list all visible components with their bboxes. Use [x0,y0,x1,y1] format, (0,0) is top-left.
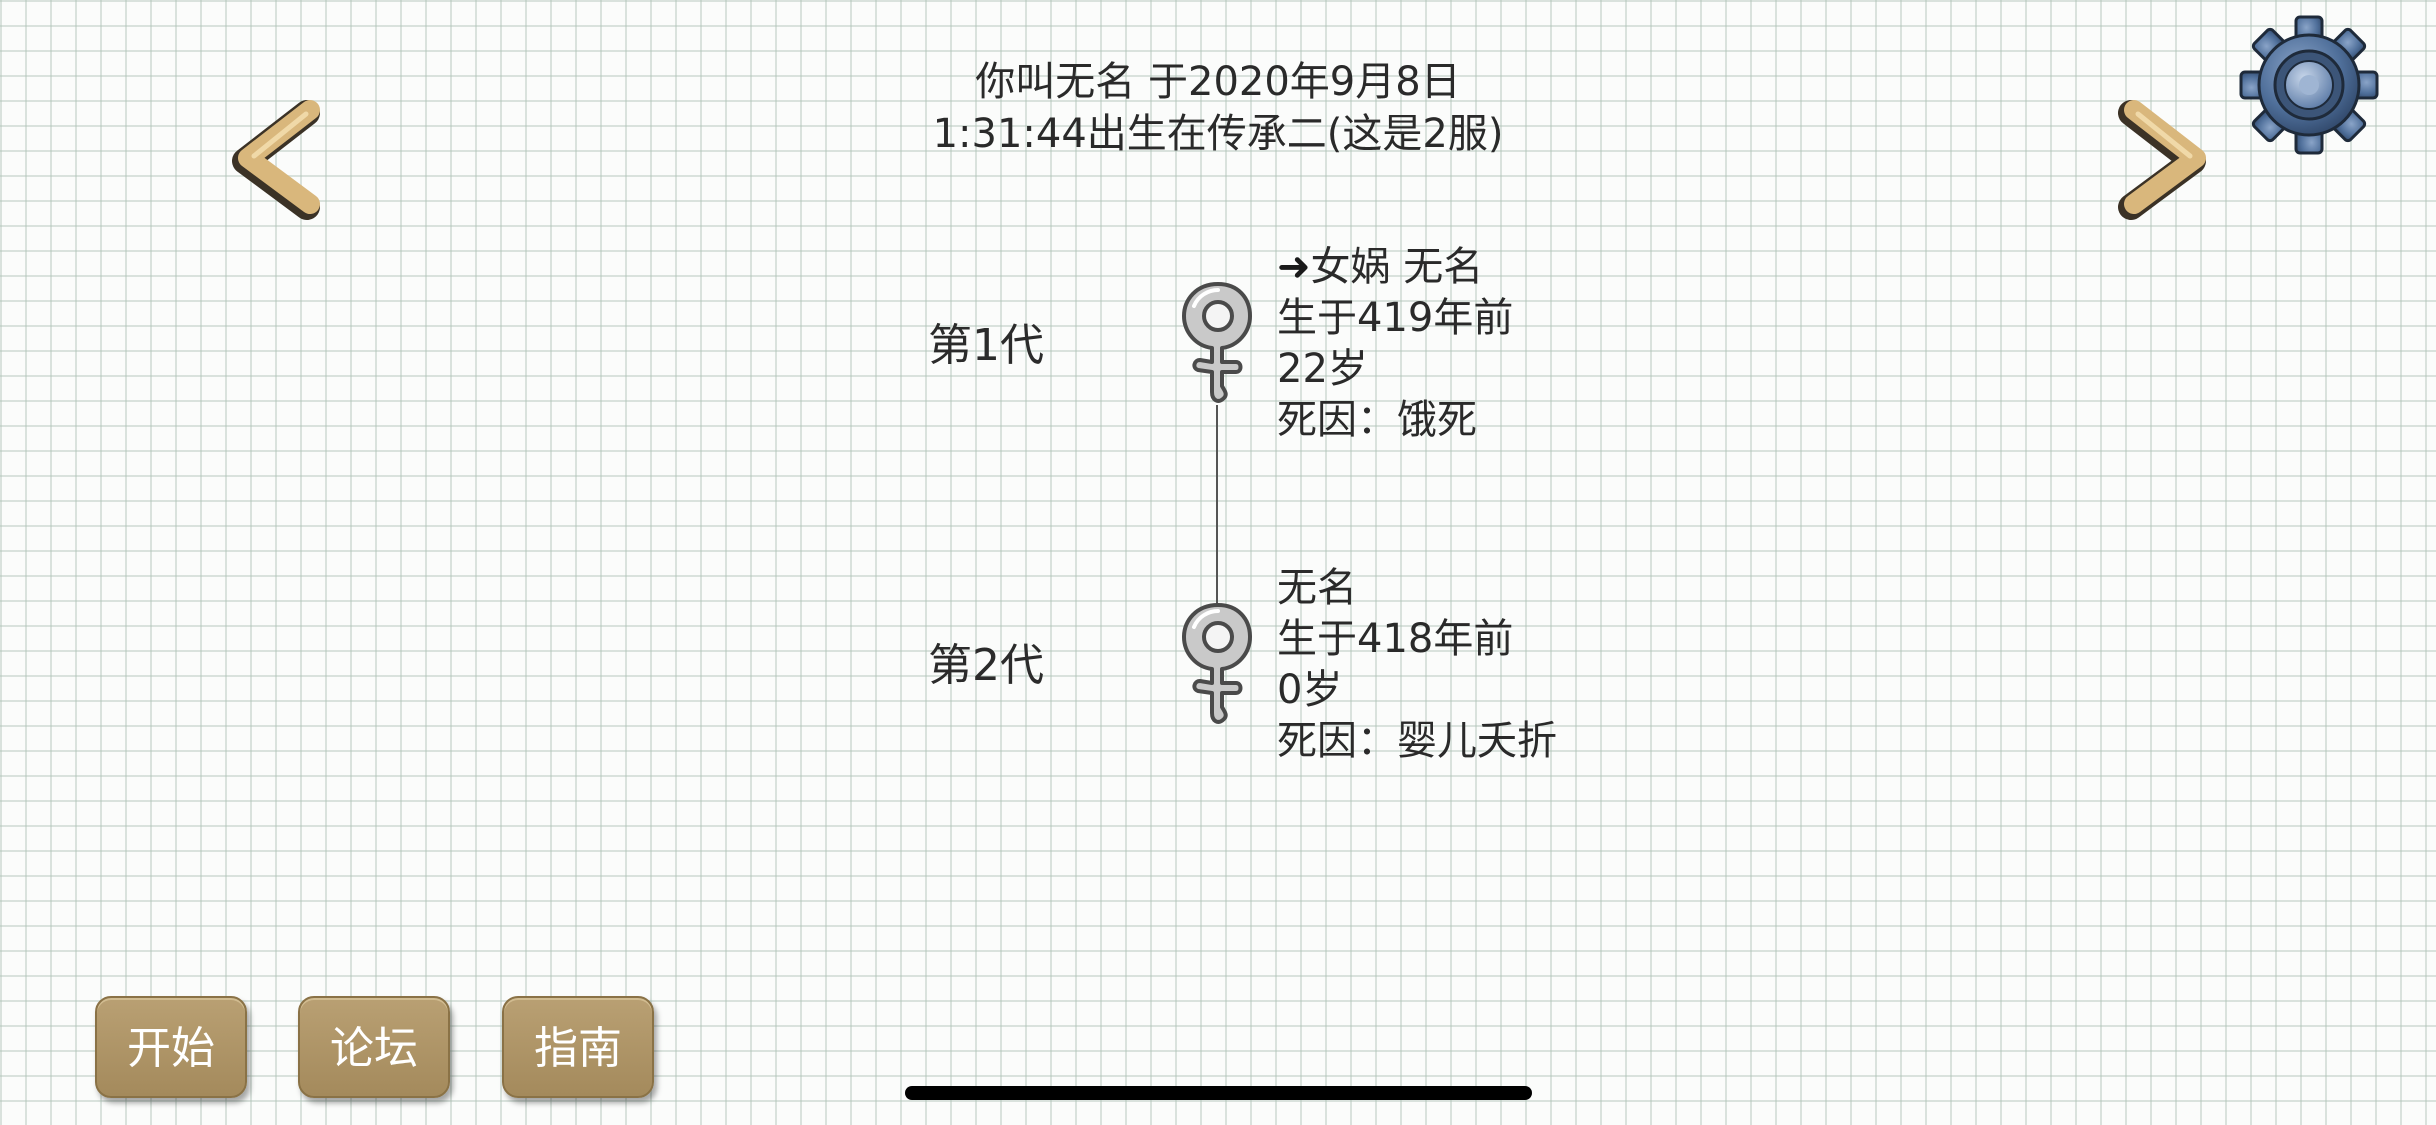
chevron-left-icon [232,100,320,220]
person-2-name: 无名 [1277,565,1357,611]
chevron-right-icon [2118,100,2206,220]
female-icon [1182,282,1252,403]
next-button[interactable] [2112,90,2222,220]
generation-1-label: 第1代 [928,320,1044,371]
lineage-line [1216,405,1218,615]
person-1-avatar[interactable] [1178,280,1258,410]
title-line-2: 1:31:44出生在传承二(这是2服) [932,111,1504,157]
home-indicator[interactable] [905,1086,1532,1100]
start-button[interactable]: 开始 [95,996,247,1098]
person-1-death-cause: 死因：饿死 [1277,397,1477,443]
person-1-name-row: ➜女娲 无名 [1277,242,1513,293]
person-2-age: 0岁 [1277,667,1343,713]
forum-button[interactable]: 论坛 [298,996,450,1098]
person-1-born: 生于419年前 [1277,295,1514,341]
settings-button[interactable] [2236,12,2382,158]
person-2-avatar[interactable] [1178,601,1258,731]
person-2-death-cause: 死因：婴儿夭折 [1277,718,1557,764]
person-2-born: 生于418年前 [1277,616,1514,662]
generation-2-label: 第2代 [928,640,1044,691]
person-1-info[interactable]: ➜女娲 无名 生于419年前 22岁 死因：饿死 [1277,242,1513,446]
person-1-age: 22岁 [1277,346,1368,392]
current-marker-arrow: ➜ [1277,244,1311,290]
person-1-name: 女娲 无名 [1310,244,1484,290]
female-icon [1182,603,1252,724]
guide-button[interactable]: 指南 [502,996,654,1098]
person-2-info[interactable]: 无名 生于418年前 0岁 死因：婴儿夭折 [1277,563,1557,767]
gear-icon [2239,15,2379,155]
title-line-1: 你叫无名 于2020年9月8日 [975,59,1461,105]
prev-button[interactable] [222,90,332,220]
